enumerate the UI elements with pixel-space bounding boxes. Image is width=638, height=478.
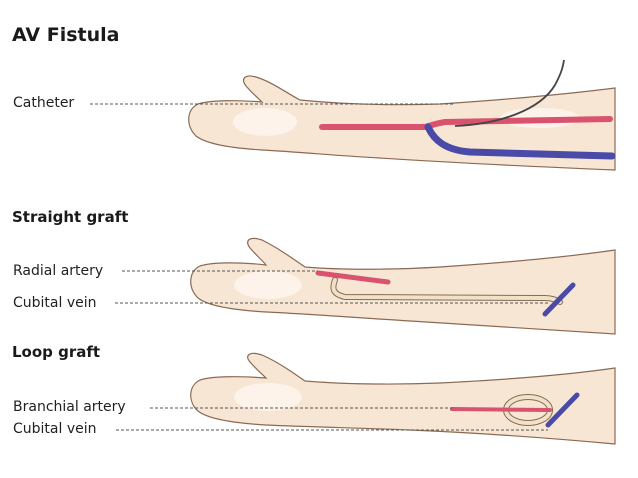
arm-loop-graft	[190, 352, 616, 445]
arm-3-highlight	[234, 383, 302, 411]
branchial-artery	[450, 407, 552, 412]
arm-av-fistula	[188, 59, 616, 171]
label-cubital-vein-straight: Cubital vein	[13, 295, 97, 311]
arm-3-skin	[190, 352, 616, 445]
catheter	[454, 59, 565, 127]
radial-artery	[315, 270, 391, 285]
label-branchial-artery: Branchial artery	[13, 399, 126, 415]
leader-lines	[90, 103, 548, 431]
label-radial-artery: Radial artery	[13, 263, 104, 279]
arm-straight-graft	[190, 237, 616, 335]
title-straight-graft: Straight graft	[12, 208, 129, 226]
arm-1-skin	[188, 75, 616, 171]
arm-2-highlight	[234, 271, 302, 299]
cubital-vein-loop	[545, 392, 580, 428]
title-loop-graft: Loop graft	[12, 343, 101, 361]
label-cubital-vein-loop: Cubital vein	[13, 421, 97, 437]
title-av-fistula: AV Fistula	[12, 24, 120, 46]
label-catheter: Catheter	[13, 95, 75, 111]
arm-1-highlight	[233, 108, 297, 136]
fistula-vein	[424, 123, 616, 160]
arm-2-skin	[190, 237, 616, 335]
cubital-vein-straight	[542, 282, 576, 317]
